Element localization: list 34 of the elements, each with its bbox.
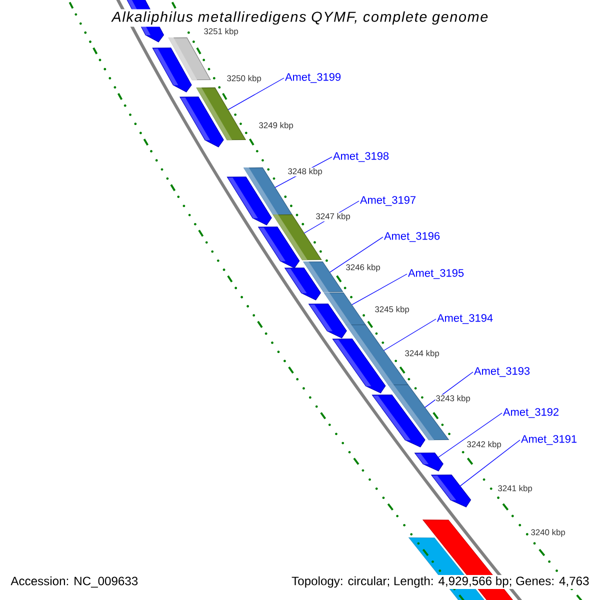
tick-label: 3246 kbp [345,264,381,272]
leader-line [438,412,502,458]
tick-label: 3244 kbp [404,350,440,358]
tick-label: 3249 kbp [258,122,294,130]
gene-label: Amet_3195 [408,269,464,279]
leader-line [352,274,408,306]
leader-line [384,318,436,351]
tick-label: 3251 kbp [203,28,239,36]
leader-line [460,440,520,486]
gene-label: Amet_3192 [503,408,558,418]
footer-text: Topology: circular; Length: 4,929,566 bp; Genes: 4,763 [290,574,591,590]
tick-label: 3250 kbp [226,74,262,84]
tick-label: 3243 kbp [435,394,471,404]
tick-label: 3247 kbp [315,212,351,222]
gene-label: Amet_3194 [437,314,493,324]
gene-bar [196,87,246,140]
tick-label: 3242 kbp [466,440,502,450]
tick-label: 3245 kbp [374,306,410,314]
leader-line [330,236,384,273]
gene-label: Amet_3198 [333,152,389,162]
title: Alkaliphilus metalliredigens QYMF, complete genome [110,9,490,27]
gene-label: Amet_3199 [285,73,341,83]
gene-label: Amet_3196 [384,232,440,242]
gene-bar [303,261,344,292]
tick-label: 3240 kbp [530,528,566,538]
gene-label: Amet_3197 [360,196,416,206]
tick-label: 3241 kbp [497,484,533,494]
footer-text: Accession: NC_009633 [9,575,140,589]
gene-bar [324,292,366,326]
leader-line [424,372,474,408]
tick-label: 3248 kbp [287,168,323,176]
gene-label: Amet_3191 [521,435,577,445]
gene-label: Amet_3193 [474,367,530,377]
leader-line [228,78,284,110]
